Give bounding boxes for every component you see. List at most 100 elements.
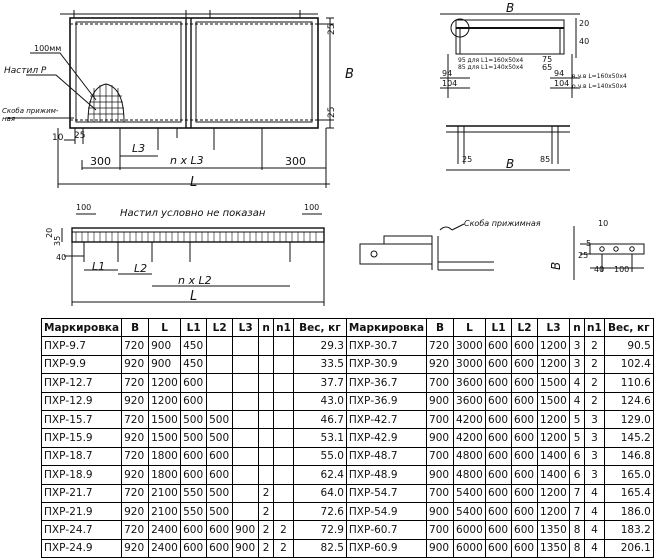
table-cell [273,501,294,522]
table-cell: 37.7 [292,373,347,393]
table-cell: 600 [180,373,208,393]
column-header: L [148,317,182,338]
table-cell [232,446,260,467]
table-cell [206,373,234,393]
table-cell: 700 [426,409,455,430]
column-header: L [453,317,487,338]
table-cell: 1200 [148,391,182,411]
table-cell: 1400 [537,465,571,485]
dim-25-plan: 25 [74,131,85,141]
table-cell: 600 [180,465,208,485]
note-nastil-uslovno: Настил условно не показан [120,208,266,219]
note-angle-r1: в.ч.в L=160х50х4 [572,73,627,80]
column-header: Вес, кг [603,317,654,338]
table-cell: 33.5 [292,354,347,375]
table-cell: ПХР-48.7 [345,446,428,467]
table-cell: 720 [121,520,150,540]
table-cell: 1500 [148,409,182,430]
table-cell: 5400 [453,501,487,522]
column-header: Маркировка [40,317,123,338]
table-cell [258,446,275,467]
table-cell: 1350 [537,538,571,558]
table-cell: 4 [584,520,605,540]
table-cell: 600 [180,391,208,411]
dim-20: 20 [579,19,589,28]
section-view-top-right-labels: B 20 40 75 65 94 104 94 104 95 для L1=16… [442,1,627,90]
table-cell: 1500 [537,373,571,393]
plate-detail [573,226,645,280]
table-cell: 3 [569,336,586,356]
table-cell: 90.5 [603,336,654,356]
table-cell: 3 [584,428,605,448]
table-cell: 7 [569,483,586,503]
table-cell: 900 [426,501,455,522]
dim-100-right: 100 [304,203,319,212]
table-cell: 3600 [453,373,487,393]
table-cell: 5 [569,428,586,448]
table-cell: 4 [569,373,586,393]
table-cell: 600 [180,520,208,540]
dim-100-plate: 100 [614,265,629,274]
dim-nL2: n x L2 [178,274,212,287]
table-cell: 900 [148,354,182,375]
table-cell: 500 [206,501,234,522]
table-cell [206,336,234,356]
table-cell: 1350 [537,520,571,540]
table-cell [232,409,260,430]
note-skoba-prizhim: Скоба прижим-ная [2,107,59,123]
table-cell [273,465,294,485]
table-cell [273,373,294,393]
table-cell [273,428,294,448]
table-cell: 920 [121,428,150,448]
table-cell: ПХР-54.7 [345,483,428,503]
table-cell [258,373,275,393]
table-cell: 900 [426,538,455,558]
dim-25-plate: 25 [578,251,588,260]
table-cell: 600 [485,446,513,467]
table-cell: ПХР-24.9 [40,538,123,558]
dim-L1: L1 [92,260,105,273]
table-cell: 5400 [453,483,487,503]
table-cell: ПХР-48.9 [345,465,428,485]
table-cell [273,336,294,356]
side-view-right [446,125,570,171]
table-cell: 700 [426,373,455,393]
table-cell: 600 [206,538,234,558]
table-cell: 6 [569,446,586,467]
elevation-view [61,213,325,306]
table-cell: 720 [121,409,150,430]
dim-300-left: 300 [90,155,111,168]
table-cell: 3 [584,446,605,467]
table-cell: ПХР-18.7 [40,446,123,467]
table-cell: 720 [121,336,150,356]
table-cell: 2 [258,501,275,522]
table-cell: 1500 [148,428,182,448]
table-cell: 165.0 [603,465,654,485]
dim-20-elev: 20 [45,228,54,238]
table-cell: 900 [232,538,260,558]
table-cell: ПХР-36.7 [345,373,428,393]
table-cell: 1200 [148,373,182,393]
table-cell: 600 [485,428,513,448]
column-header: n1 [584,317,605,338]
table-cell: ПХР-9.9 [40,354,123,375]
table-cell: 2400 [148,520,182,540]
table-cell: 72.6 [292,501,347,522]
table-cell: 4200 [453,428,487,448]
table-cell: ПХР-18.9 [40,465,123,485]
table-cell: 920 [121,354,150,375]
table-cell: 600 [511,465,539,485]
table-cell: 186.0 [603,501,654,522]
table-cell: 124.6 [603,391,654,411]
table-cell: 206.1 [603,538,654,558]
table-cell: 700 [426,446,455,467]
dim-40: 40 [579,37,589,46]
table-cell: 600 [511,428,539,448]
table-cell: ПХР-30.7 [345,336,428,356]
table-cell: 2 [584,391,605,411]
